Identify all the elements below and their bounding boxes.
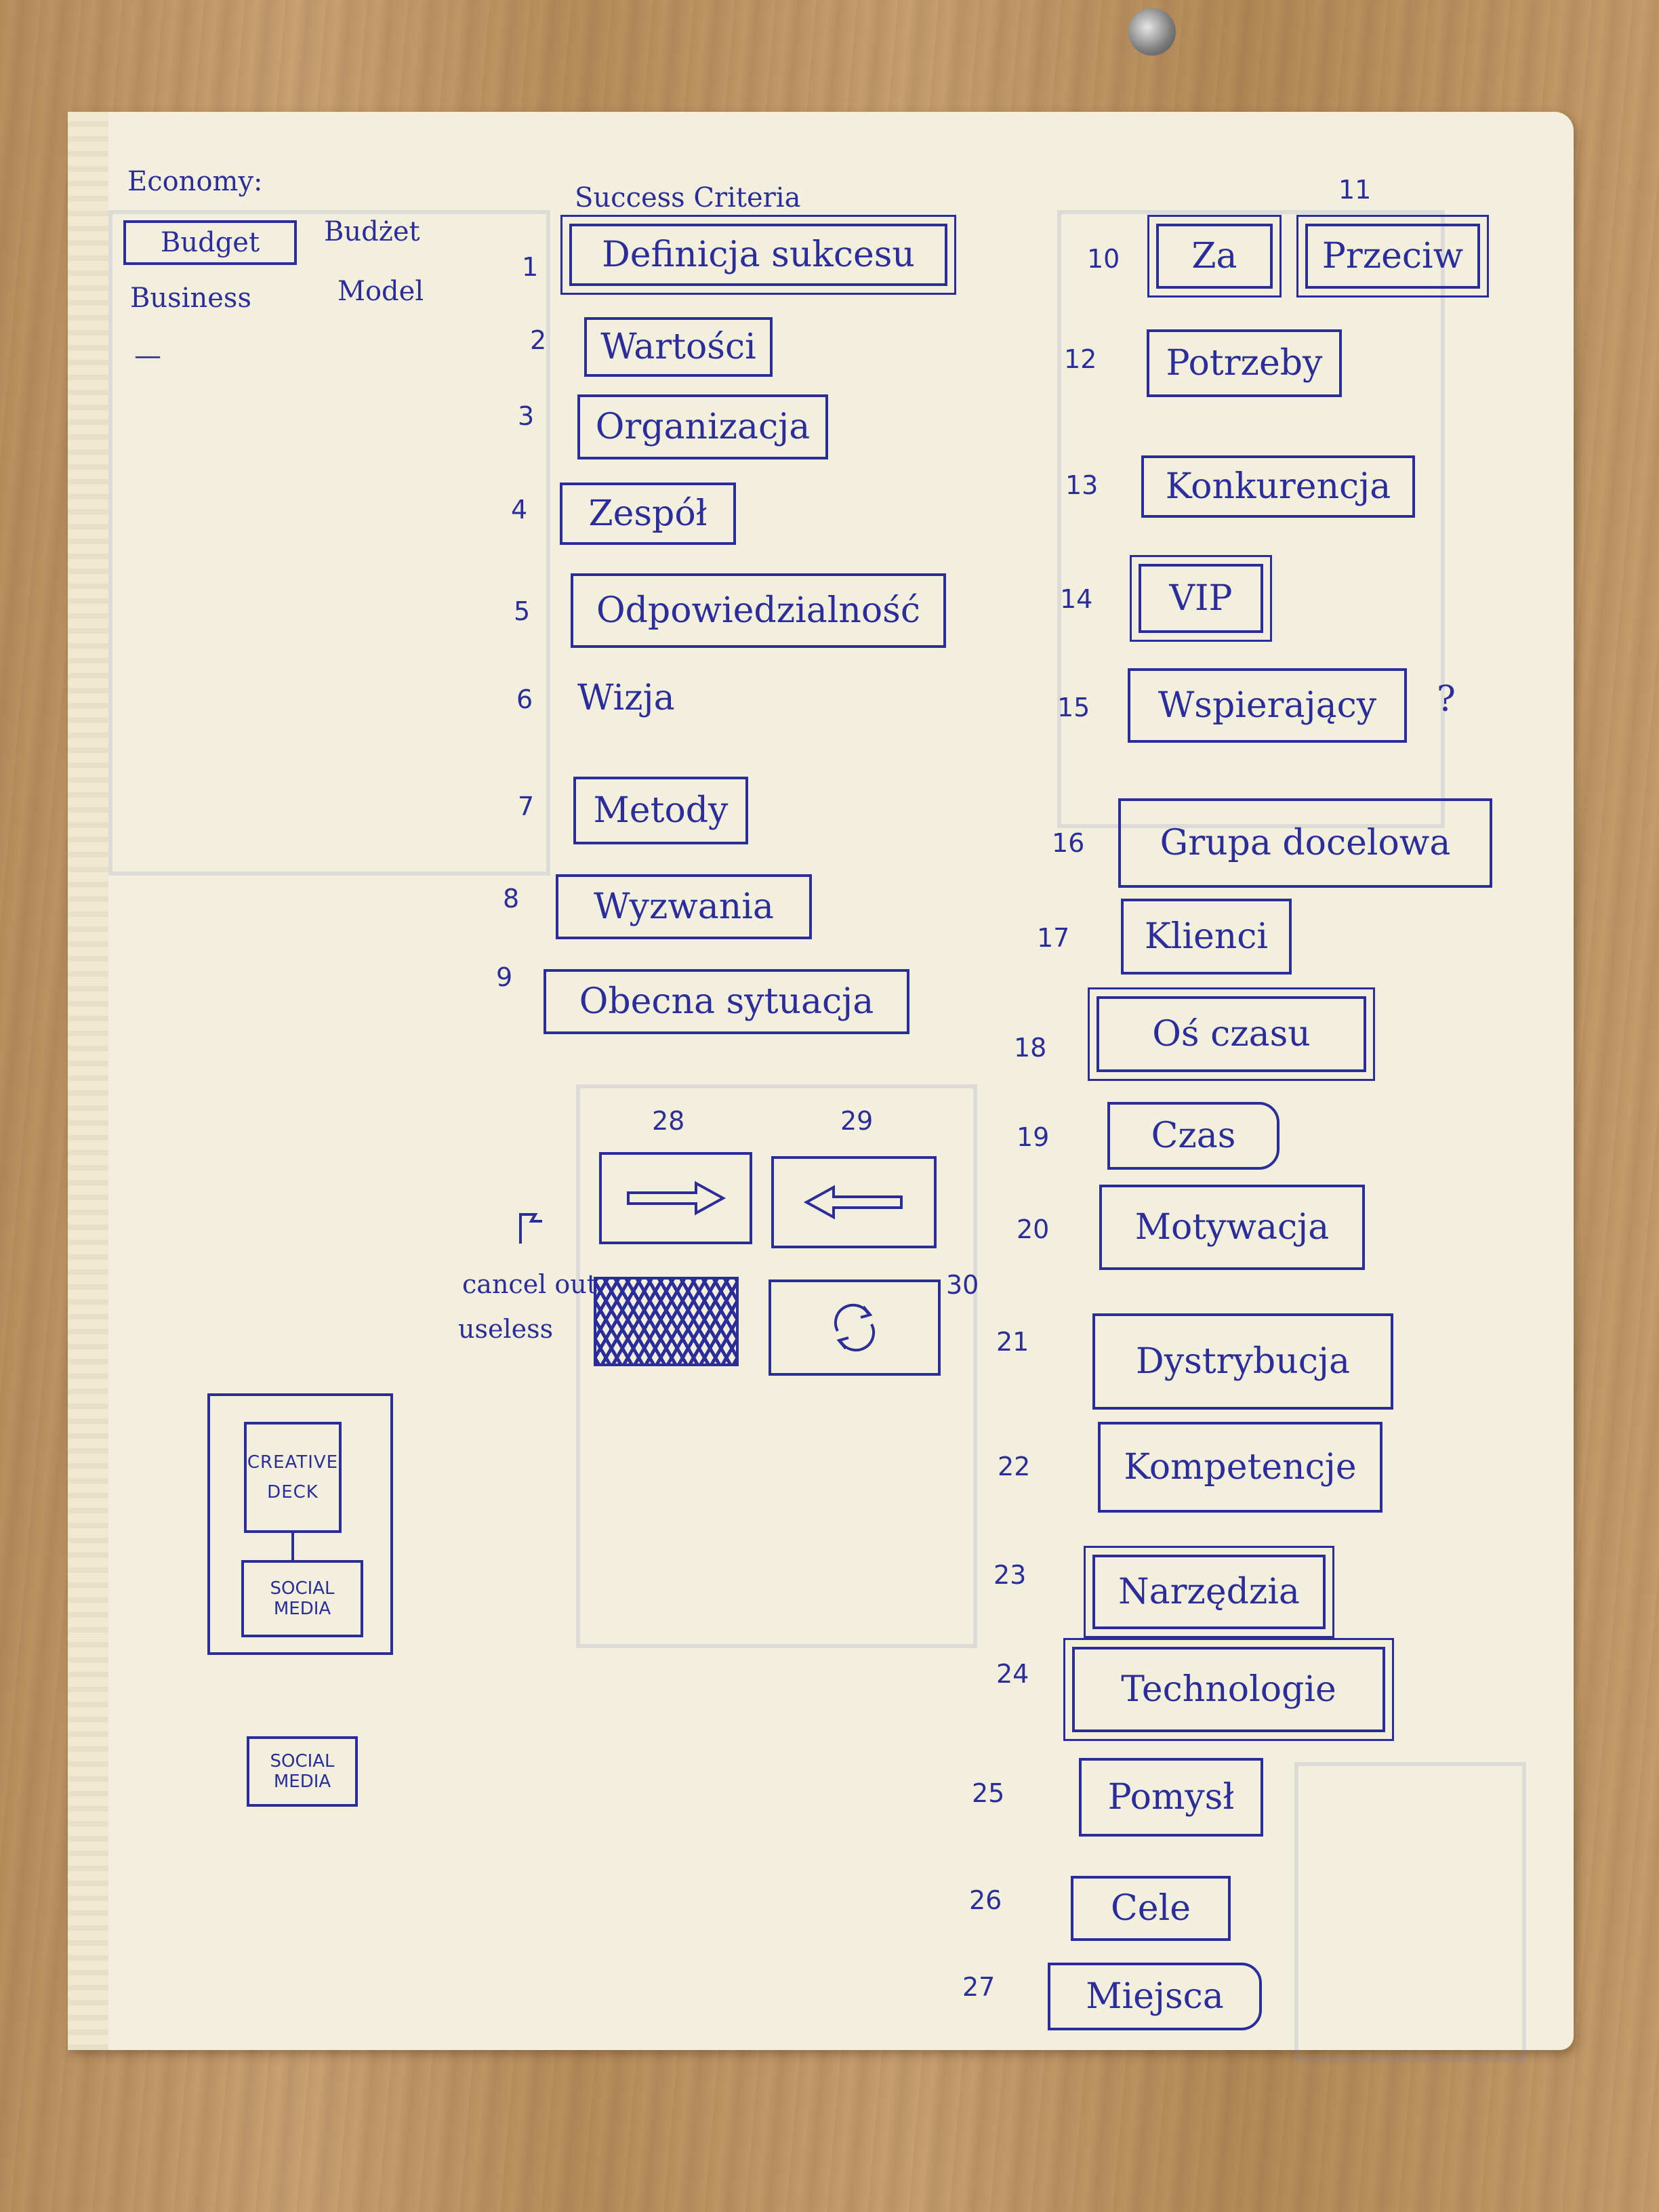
item-number: 8: [503, 884, 520, 914]
crossed-out-button: [594, 1277, 739, 1366]
item-number: 15: [1057, 693, 1090, 722]
item-number: 24: [996, 1659, 1029, 1689]
button-number: 30: [946, 1270, 979, 1300]
item-organizacja: Organizacja: [577, 394, 828, 459]
item-konkurencja: Konkurencja: [1141, 455, 1415, 518]
item-za: Za: [1147, 215, 1282, 298]
budzet-label: Budżet: [324, 216, 420, 247]
item-number: 16: [1052, 828, 1085, 858]
arrow-right-icon: [627, 1181, 726, 1216]
item-number: 7: [518, 792, 535, 821]
item-klienci: Klienci: [1121, 899, 1292, 975]
item-number: 4: [511, 495, 528, 525]
item-os-czasu: Oś czasu: [1088, 987, 1375, 1081]
item-dystrybucja: Dystrybucja: [1092, 1313, 1393, 1410]
button-number: 29: [840, 1106, 874, 1136]
item-number: 2: [530, 325, 547, 355]
question-mark: ?: [1437, 679, 1456, 720]
item-miejsca: Miejsca: [1048, 1963, 1262, 2030]
flag-arrow-icon: [519, 1213, 542, 1244]
paper-sheet: [68, 112, 1574, 2050]
business-label: Business: [130, 283, 251, 314]
showthrough-rect: [108, 210, 550, 876]
item-wartosci: Wartości: [584, 317, 773, 377]
item-number: 21: [996, 1327, 1029, 1357]
item-odpowiedzialnosc: Odpowiedzialność: [571, 573, 946, 648]
item-potrzeby: Potrzeby: [1147, 329, 1342, 397]
item-wizja: Wizja: [577, 678, 675, 718]
item-number: 10: [1087, 244, 1120, 274]
item-narzedzia: Narzędzia: [1084, 1546, 1334, 1638]
item-number: 25: [972, 1778, 1005, 1808]
item-technologie: Technologie: [1063, 1638, 1394, 1741]
button-number: 28: [652, 1106, 685, 1136]
cancel-note-line2: useless: [458, 1314, 554, 1344]
showthrough-rect: [1057, 210, 1445, 828]
item-number: 18: [1014, 1033, 1047, 1063]
item-number: 1: [522, 252, 539, 282]
sketch-frame: [207, 1393, 393, 1655]
item-number: 26: [969, 1885, 1002, 1915]
item-number: 22: [998, 1452, 1031, 1481]
success-criteria-title: Success Criteria: [575, 182, 801, 213]
item-motywacja: Motywacja: [1099, 1185, 1365, 1270]
item-obecna-sytuacja: Obecna sytuacja: [544, 969, 909, 1034]
item-number: 23: [994, 1560, 1027, 1590]
item-cele: Cele: [1071, 1876, 1231, 1941]
economy-heading: Economy:: [127, 166, 263, 197]
item-number: 17: [1037, 923, 1070, 953]
refresh-icon: [834, 1303, 876, 1352]
item-number: 11: [1338, 175, 1372, 205]
item-kompetencje: Kompetencje: [1098, 1422, 1382, 1513]
item-czas: Czas: [1107, 1102, 1279, 1170]
item-wyzwania: Wyzwania: [556, 874, 812, 939]
item-vip: VIP: [1130, 555, 1272, 642]
item-number: 20: [1017, 1214, 1050, 1244]
pushpin: [1128, 8, 1176, 56]
economy-dash: —: [134, 340, 161, 371]
item-grupa-docelowa: Grupa docelowa: [1118, 798, 1492, 888]
arrow-left-icon: [803, 1185, 903, 1220]
showthrough-rect: [1294, 1762, 1526, 2062]
item-zespol: Zespół: [560, 483, 736, 545]
item-definicja-sukcesu: Definicja sukcesu: [560, 215, 956, 295]
item-wspierajacy: Wspierający: [1128, 668, 1407, 743]
budget-box: Budget: [123, 220, 297, 265]
showthrough-rect: [576, 1084, 977, 1648]
social-media-box-2: SOCIAL MEDIA: [247, 1736, 358, 1807]
next-arrow-button: [599, 1152, 752, 1244]
item-number: 9: [496, 962, 513, 992]
item-pomysl: Pomysł: [1079, 1758, 1263, 1837]
prev-arrow-button: [771, 1156, 937, 1248]
item-przeciw: Przeciw: [1296, 215, 1489, 298]
social-media-box: SOCIAL MEDIA: [241, 1560, 363, 1637]
cancel-note-line1: cancel out: [462, 1269, 598, 1299]
item-number: 19: [1017, 1122, 1050, 1152]
item-number: 3: [518, 401, 535, 431]
item-number: 12: [1064, 344, 1097, 374]
model-label: Model: [337, 276, 424, 307]
item-number: 5: [514, 596, 531, 626]
item-metody: Metody: [573, 777, 748, 844]
item-number: 6: [516, 684, 533, 714]
creative-deck-box: CREATIVE DECK: [244, 1422, 342, 1533]
refresh-button: [769, 1279, 941, 1376]
item-number: 13: [1065, 470, 1099, 500]
connector-line: [291, 1533, 294, 1560]
item-number: 14: [1060, 584, 1093, 614]
item-number: 27: [962, 1972, 996, 2002]
torn-edge: [68, 112, 108, 2050]
